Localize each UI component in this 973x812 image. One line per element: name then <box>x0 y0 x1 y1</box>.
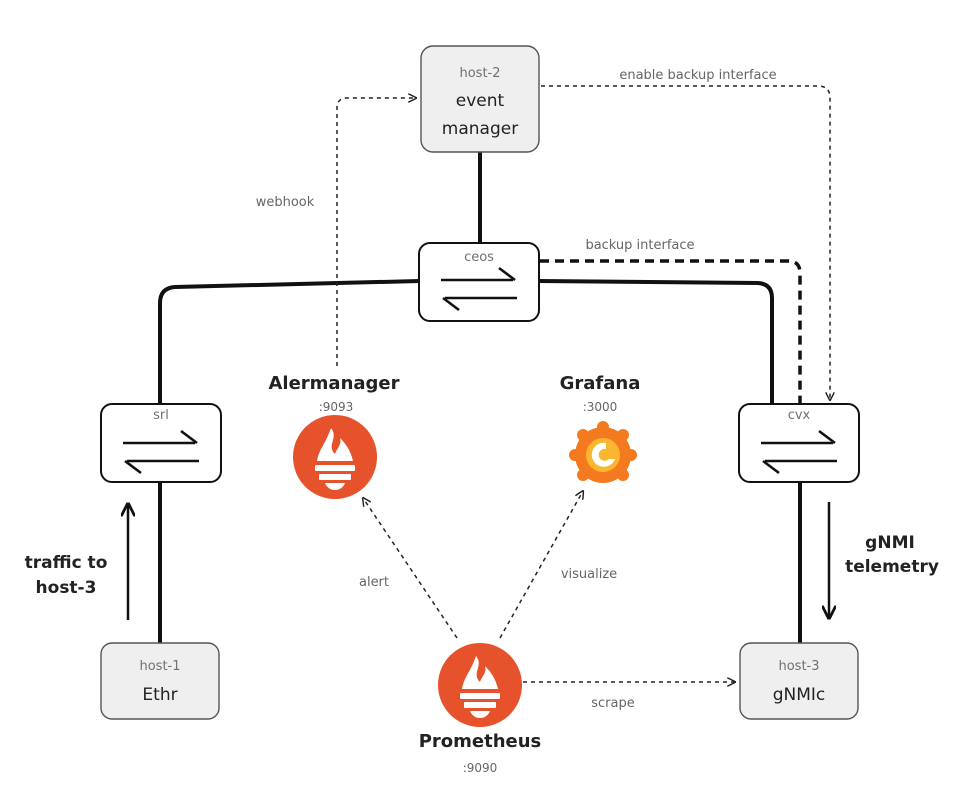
label-telemetry-line1: gNMI <box>865 533 915 553</box>
label-visualize: visualize <box>561 567 617 582</box>
node-srl-switch[interactable]: srl <box>100 403 222 483</box>
node-grafana[interactable]: Grafana :3000 <box>560 373 641 483</box>
label-telemetry-line2: telemetry <box>845 557 939 577</box>
host1-main-label: Ethr <box>142 685 177 705</box>
edge-backup-interface <box>540 259 802 404</box>
alertmanager-port: :9093 <box>319 400 354 414</box>
link-ceos-srl <box>158 279 422 406</box>
edge-enable-backup <box>541 85 830 400</box>
host3-sub-label: host-3 <box>778 659 819 674</box>
alertmanager-title: Alermanager <box>268 373 399 394</box>
host1-sub-label: host-1 <box>139 659 180 674</box>
ceos-label: ceos <box>464 250 494 265</box>
node-prometheus[interactable]: Prometheus :9090 <box>419 643 542 775</box>
node-host3-gnmic[interactable]: host-3 gNMIc <box>739 642 859 720</box>
label-alert: alert <box>359 575 389 590</box>
host2-sub-label: host-2 <box>459 66 500 81</box>
grafana-title: Grafana <box>560 373 641 394</box>
label-enable-backup: enable backup interface <box>619 68 776 83</box>
host1-box <box>100 642 220 720</box>
label-traffic-line1: traffic to <box>25 553 108 573</box>
srl-label: srl <box>153 408 169 423</box>
host2-label-line2: manager <box>442 119 518 139</box>
label-backup-interface: backup interface <box>585 238 694 253</box>
grafana-port: :3000 <box>583 400 618 414</box>
node-ceos-switch[interactable]: ceos <box>418 242 540 322</box>
link-ceos-cvx <box>536 279 774 406</box>
edge-alert <box>363 498 458 639</box>
label-webhook: webhook <box>256 195 315 210</box>
prometheus-title: Prometheus <box>419 731 542 752</box>
node-host2-event-manager[interactable]: host-2 event manager <box>420 45 540 153</box>
host2-box <box>420 45 540 153</box>
label-traffic-line2: host-3 <box>36 578 97 598</box>
host2-label-line1: event <box>456 91 505 111</box>
prometheus-torch-icon <box>438 643 522 727</box>
host3-box <box>739 642 859 720</box>
cvx-label: cvx <box>788 408 811 423</box>
node-host1-ethr[interactable]: host-1 Ethr <box>100 642 220 720</box>
node-cvx-switch[interactable]: cvx <box>738 403 860 483</box>
edge-visualize <box>499 491 583 639</box>
prometheus-port: :9090 <box>463 761 498 775</box>
host3-main-label: gNMIc <box>773 685 826 705</box>
node-alertmanager[interactable]: Alermanager :9093 <box>268 373 400 499</box>
alertmanager-icon <box>293 415 377 499</box>
grafana-swirl-icon <box>569 421 637 483</box>
label-scrape: scrape <box>591 696 634 711</box>
edge-webhook <box>336 98 416 366</box>
